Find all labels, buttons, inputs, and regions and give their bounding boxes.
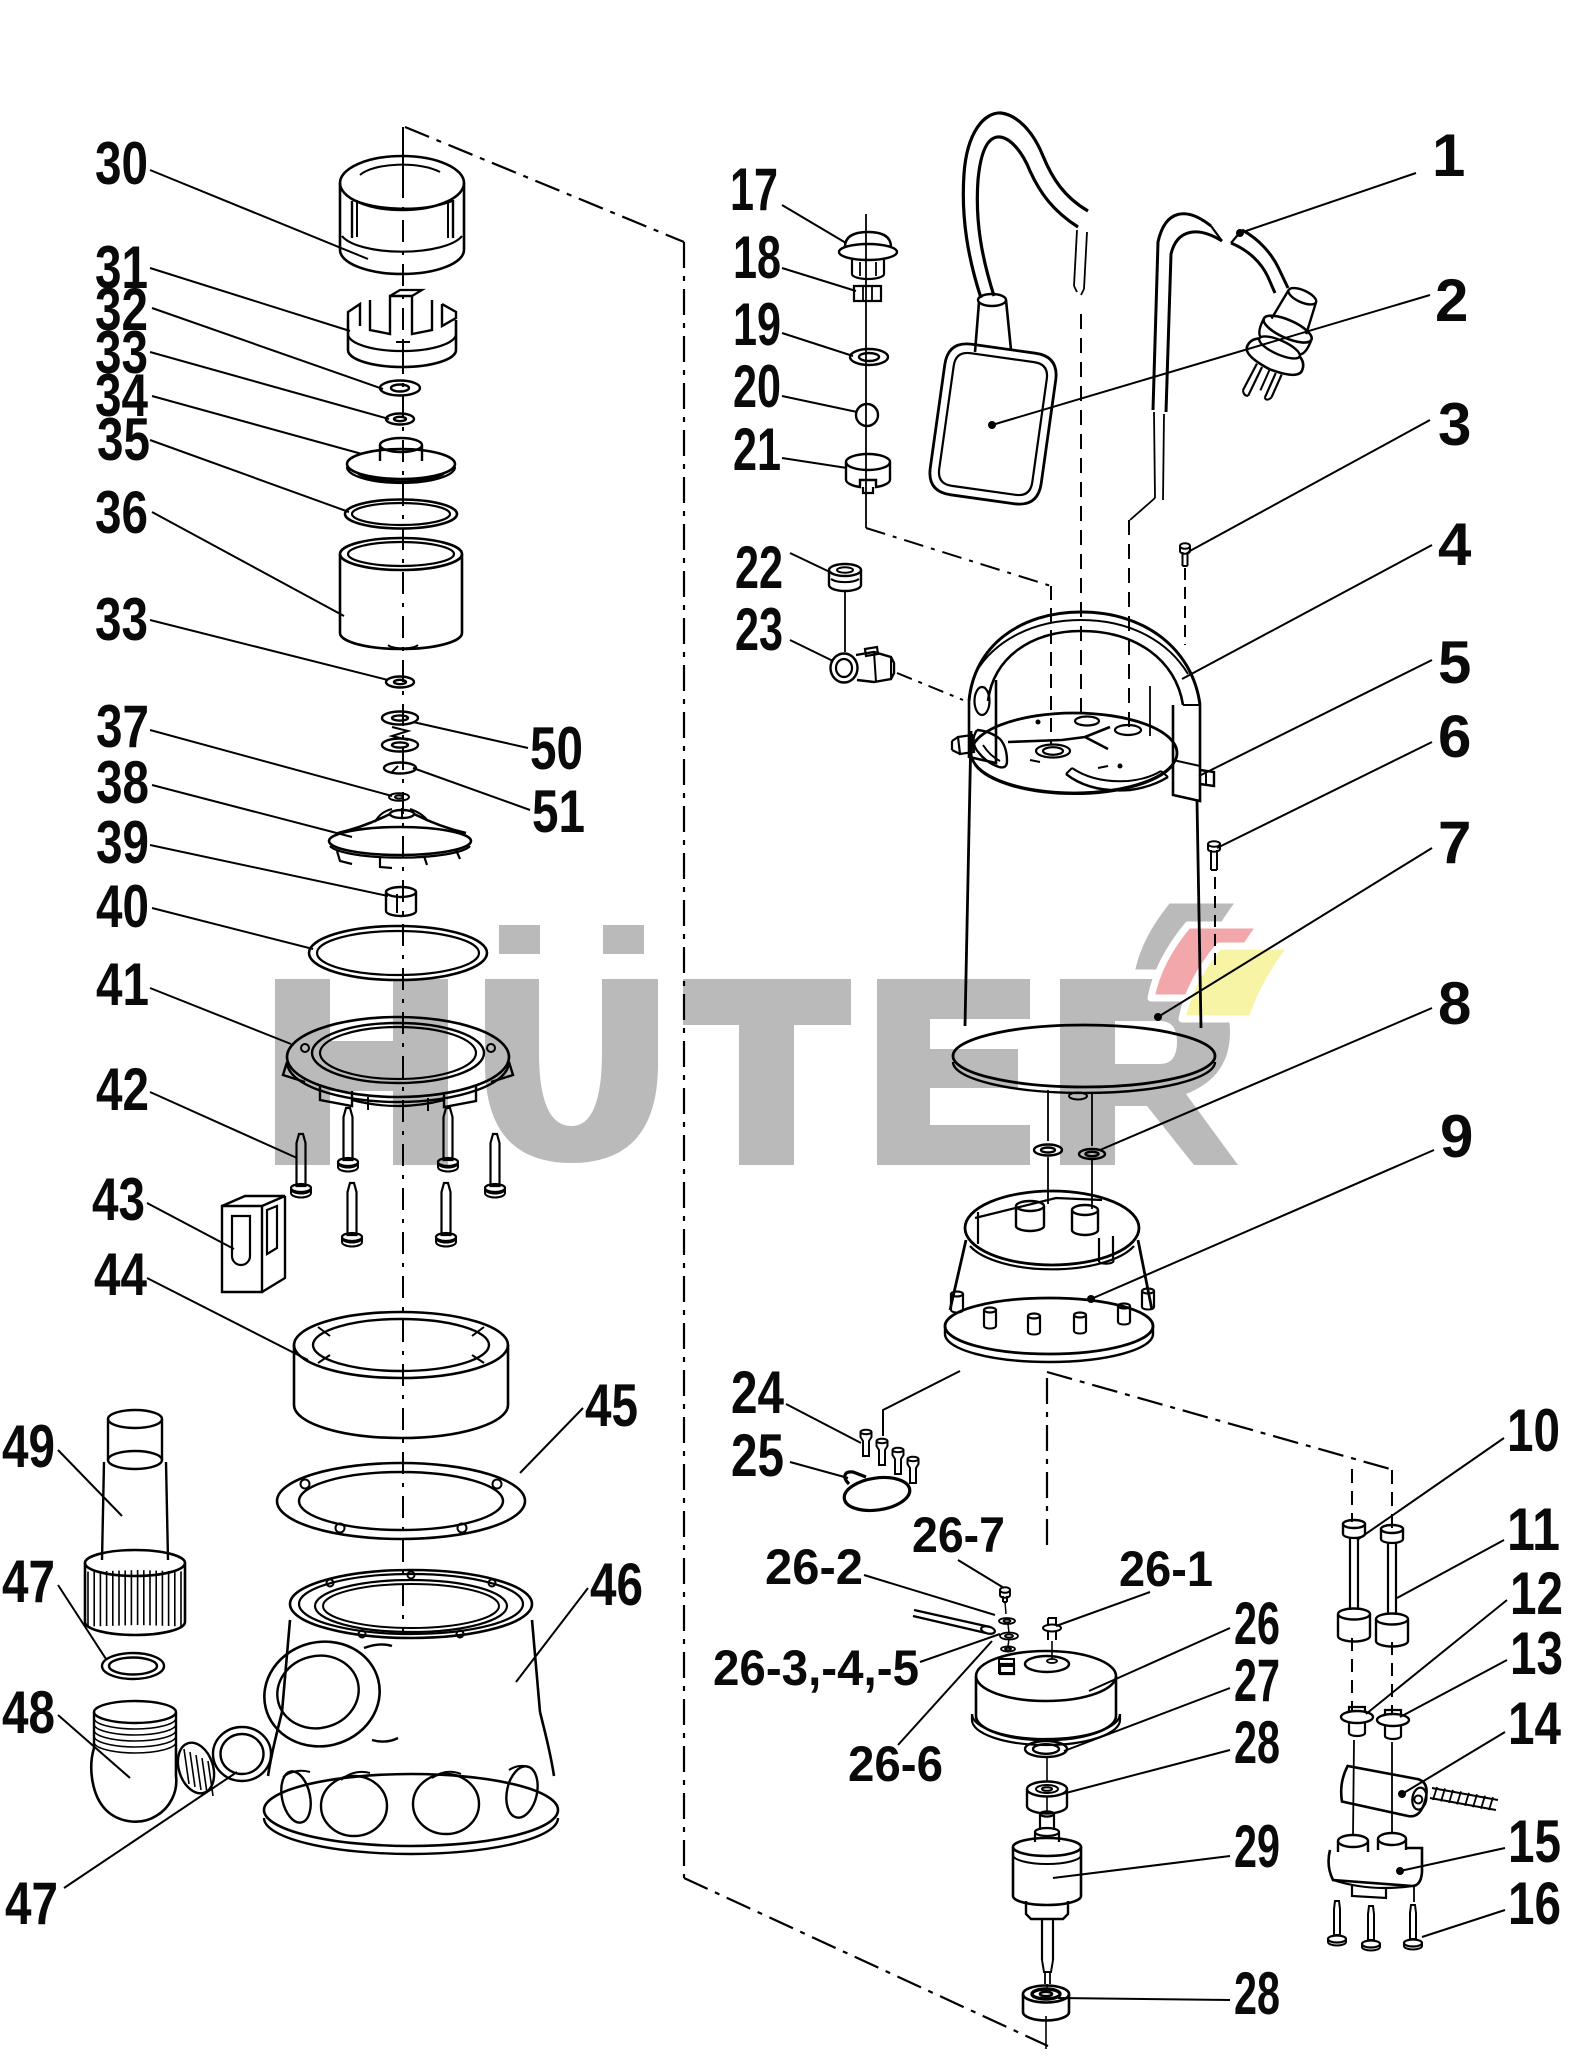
svg-text:46: 46 (590, 1551, 643, 1618)
svg-text:51: 51 (532, 778, 585, 845)
svg-text:33: 33 (95, 319, 148, 386)
svg-text:41: 41 (96, 951, 149, 1018)
svg-text:19: 19 (733, 291, 781, 358)
svg-text:8: 8 (1438, 970, 1471, 1037)
svg-text:32: 32 (95, 276, 148, 343)
svg-text:24: 24 (731, 1359, 784, 1426)
svg-text:47: 47 (5, 1870, 58, 1937)
svg-text:17: 17 (730, 156, 778, 223)
svg-text:28: 28 (1234, 1709, 1280, 1776)
svg-text:31: 31 (95, 234, 148, 301)
svg-text:1: 1 (1432, 122, 1465, 189)
svg-text:47: 47 (2, 1548, 55, 1615)
svg-text:49: 49 (2, 1413, 55, 1480)
svg-text:6: 6 (1438, 703, 1471, 770)
svg-text:50: 50 (530, 715, 583, 782)
svg-text:16: 16 (1508, 1870, 1561, 1937)
svg-text:26: 26 (1234, 1590, 1280, 1657)
svg-text:3: 3 (1438, 391, 1471, 458)
svg-text:30: 30 (95, 130, 148, 197)
svg-text:36: 36 (95, 479, 148, 546)
svg-text:4: 4 (1438, 511, 1472, 578)
svg-text:25: 25 (731, 1422, 784, 1489)
svg-text:44: 44 (94, 1241, 147, 1308)
svg-text:35: 35 (97, 406, 150, 473)
svg-text:26-3,-4,-5: 26-3,-4,-5 (713, 1640, 919, 1696)
svg-text:28: 28 (1234, 1960, 1280, 2027)
svg-text:40: 40 (96, 873, 149, 940)
svg-text:26-2: 26-2 (765, 1539, 863, 1595)
svg-text:12: 12 (1510, 1560, 1563, 1627)
svg-text:39: 39 (96, 809, 149, 876)
svg-text:29: 29 (1234, 1813, 1280, 1880)
svg-text:33: 33 (95, 586, 148, 653)
svg-text:14: 14 (1508, 1690, 1561, 1757)
svg-text:11: 11 (1507, 1496, 1560, 1563)
svg-text:26-1: 26-1 (1119, 1541, 1213, 1597)
svg-text:42: 42 (96, 1056, 149, 1123)
svg-text:37: 37 (96, 693, 149, 760)
svg-text:5: 5 (1438, 629, 1471, 696)
svg-text:21: 21 (733, 416, 781, 483)
svg-text:20: 20 (733, 353, 781, 420)
svg-text:7: 7 (1438, 809, 1471, 876)
svg-text:34: 34 (95, 362, 148, 429)
svg-text:45: 45 (585, 1372, 638, 1439)
svg-text:26-7: 26-7 (912, 1507, 1005, 1563)
svg-text:13: 13 (1510, 1620, 1563, 1687)
svg-text:10: 10 (1507, 1397, 1560, 1464)
svg-text:2: 2 (1435, 267, 1468, 334)
svg-text:27: 27 (1234, 1647, 1280, 1714)
svg-text:9: 9 (1440, 1103, 1473, 1170)
svg-text:23: 23 (735, 596, 783, 663)
svg-text:48: 48 (2, 1679, 55, 1746)
svg-text:26-6: 26-6 (848, 1736, 943, 1792)
svg-text:38: 38 (96, 749, 149, 816)
svg-text:15: 15 (1508, 1808, 1561, 1875)
svg-text:43: 43 (92, 1166, 145, 1233)
svg-text:22: 22 (735, 534, 783, 601)
svg-text:18: 18 (733, 224, 781, 291)
